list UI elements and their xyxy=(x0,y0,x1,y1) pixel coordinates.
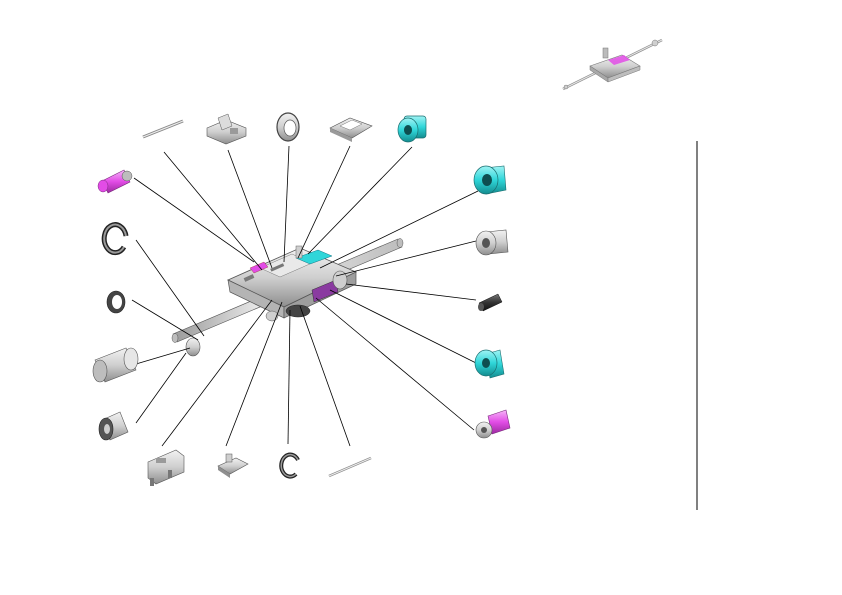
part-magenta-bushing xyxy=(475,409,511,439)
part-magenta-roller xyxy=(97,169,133,194)
part-rod xyxy=(328,456,372,478)
part-pin xyxy=(142,119,184,139)
assembly-thumbnail xyxy=(562,38,663,91)
part-spring xyxy=(478,293,503,312)
leader-lines xyxy=(131,145,479,447)
part-cyan-bearing xyxy=(474,349,505,379)
part-c-ring xyxy=(279,452,300,479)
main-assembly xyxy=(171,238,404,357)
part-bushing xyxy=(475,229,509,256)
part-clip-plate xyxy=(329,117,373,142)
part-gear-ring xyxy=(276,112,300,142)
part-holder xyxy=(147,449,185,486)
part-latch xyxy=(217,453,249,478)
part-cyan-roller xyxy=(473,165,507,195)
part-bearing xyxy=(98,411,129,441)
part-cyan-gear xyxy=(397,115,427,143)
part-bracket xyxy=(206,113,247,145)
part-sleeve xyxy=(92,347,139,383)
part-e-ring xyxy=(101,222,129,256)
part-washer xyxy=(106,290,126,314)
